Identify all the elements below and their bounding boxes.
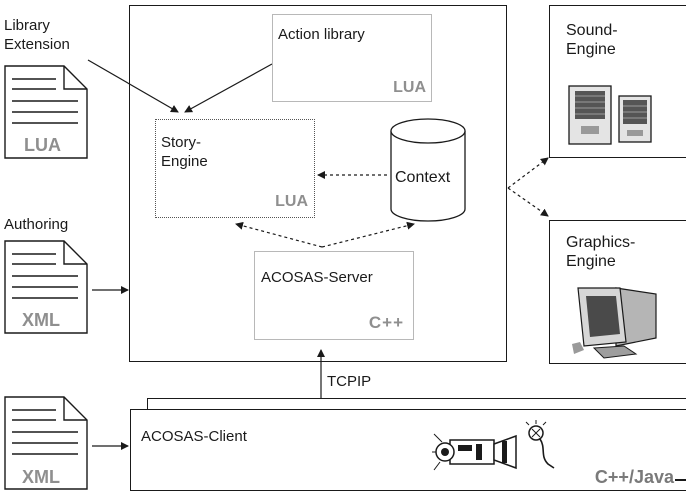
acosas-server-tag: C++ xyxy=(368,313,404,332)
action-library-box: Action library LUA xyxy=(272,14,432,102)
client-tail-line xyxy=(675,479,686,481)
story-engine-box: Story- Engine LUA xyxy=(155,119,315,218)
context-label: Context xyxy=(395,169,451,186)
sound-engine-label: Sound- Engine xyxy=(566,22,618,58)
server-system-box xyxy=(129,5,507,362)
story-engine-label: Story- Engine xyxy=(161,134,208,170)
arrow-to-sound xyxy=(507,157,549,189)
acosas-server-box: ACOSAS-Server C++ xyxy=(254,251,414,340)
authoring-label: Authoring xyxy=(4,216,69,233)
xml-client-tag: XML xyxy=(22,467,60,487)
graphics-engine-label: Graphics- Engine xyxy=(566,234,636,270)
story-engine-tag: LUA xyxy=(275,193,308,210)
acosas-server-label: ACOSAS-Server xyxy=(261,269,373,286)
library-extension-label: Library Extension xyxy=(4,17,70,53)
video-camera-icon xyxy=(432,433,517,471)
xml-client-document-icon xyxy=(4,396,88,490)
acosas-client-label: ACOSAS-Client xyxy=(141,428,247,445)
tcpip-label: TCPIP xyxy=(327,373,372,390)
arrow-server-to-context xyxy=(321,221,415,248)
action-library-label: Action library xyxy=(278,26,365,43)
speakers-icon xyxy=(568,85,652,145)
xml-authoring-document-icon xyxy=(4,240,88,334)
action-library-tag: LUA xyxy=(393,79,426,96)
monitor-icon xyxy=(572,287,657,359)
arrow-library-to-story xyxy=(87,59,179,113)
arrow-server-to-story xyxy=(235,221,323,248)
lua-document-tag: LUA xyxy=(24,135,61,155)
lua-document-icon xyxy=(4,65,88,159)
arrow-action-to-story xyxy=(184,63,273,113)
context-database-cylinder xyxy=(390,118,466,222)
xml-authoring-tag: XML xyxy=(22,310,60,330)
acosas-client-tag: C++/Java xyxy=(594,467,674,487)
microphone-icon xyxy=(525,420,555,469)
arrow-to-graphics xyxy=(507,187,549,217)
acosas-client-box: ACOSAS-Client C++/Java xyxy=(130,409,686,491)
